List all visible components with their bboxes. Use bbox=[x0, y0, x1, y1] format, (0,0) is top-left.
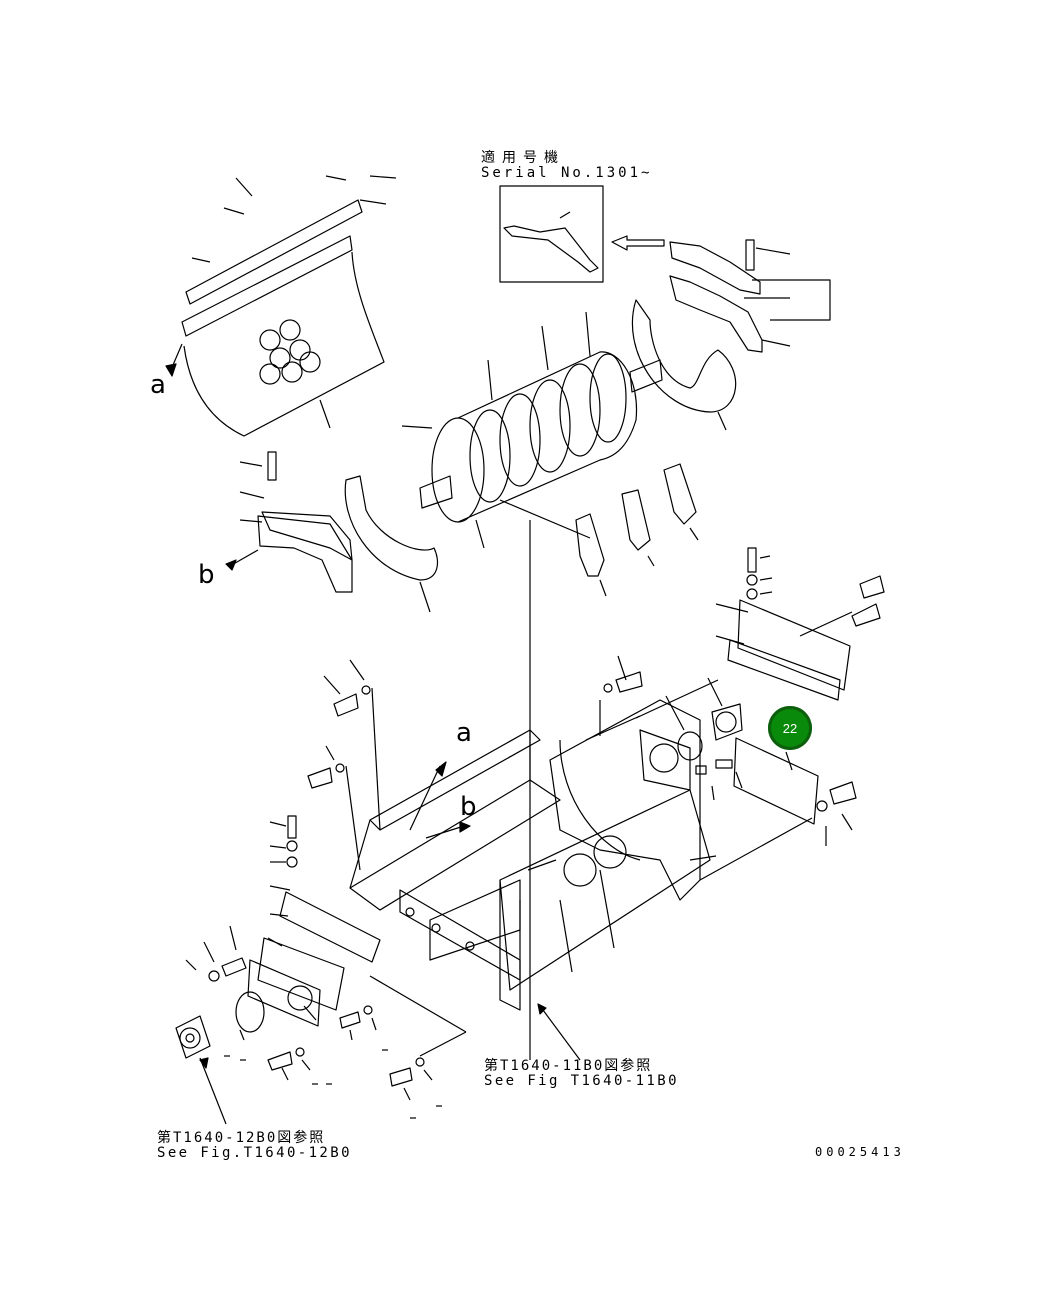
callout-b-left: b bbox=[198, 560, 215, 590]
lower-plates bbox=[175, 891, 581, 1125]
half-ring-plate-right bbox=[631, 299, 737, 431]
serial-applicability-en: Serial No.1301~ bbox=[481, 165, 653, 181]
callout-a-frame: a bbox=[456, 718, 472, 748]
callout-a-top: a bbox=[150, 370, 166, 400]
side-cover-parts bbox=[585, 655, 857, 881]
serial-inset bbox=[499, 185, 665, 283]
reference-12b0-en: See Fig.T1640-12B0 bbox=[157, 1145, 352, 1161]
top-cover-plate bbox=[165, 175, 397, 437]
reference-11b0-jp: 第T1640-11B0図参照 bbox=[484, 1058, 653, 1074]
serial-applicability-jp: 適用号機 bbox=[481, 150, 565, 166]
part-number-badge-22[interactable]: 22 bbox=[768, 706, 812, 750]
callout-b-frame: b bbox=[460, 792, 477, 822]
bracket-assembly-top-right bbox=[669, 239, 831, 353]
rotor-drum bbox=[401, 311, 663, 1060]
drawing-number: 00025413 bbox=[815, 1145, 905, 1159]
reference-12b0-jp: 第T1640-12B0図参照 bbox=[157, 1130, 326, 1146]
bracket-top-right-lower bbox=[715, 547, 885, 701]
reference-11b0-en: See Fig T1640-11B0 bbox=[484, 1073, 679, 1089]
linkage-parts bbox=[575, 463, 699, 597]
left-bolt-set bbox=[269, 659, 471, 891]
main-frame bbox=[349, 699, 717, 1011]
bracket-assembly-left bbox=[225, 451, 439, 613]
